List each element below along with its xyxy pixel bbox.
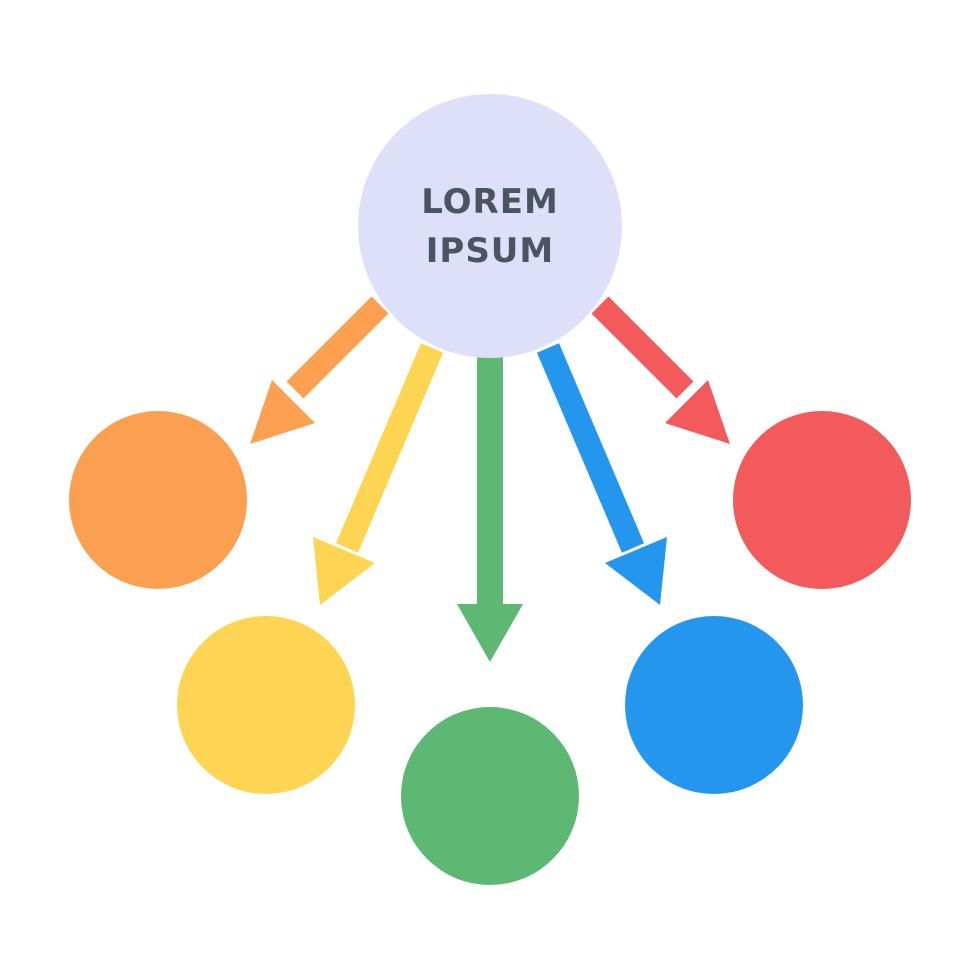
arrow-yellow-shaft bbox=[335, 343, 444, 553]
arrow-blue bbox=[536, 343, 667, 605]
center-label-line2: IPSUM bbox=[426, 231, 555, 271]
arrow-orange-head bbox=[250, 380, 315, 444]
arrow-green-head bbox=[457, 604, 523, 662]
arrow-red-shaft bbox=[591, 296, 694, 399]
center-node: LOREM IPSUM bbox=[358, 94, 622, 358]
outer-nodes bbox=[69, 411, 911, 885]
arrow-red bbox=[591, 296, 730, 444]
arrow-yellow bbox=[313, 343, 444, 605]
arrow-red-head bbox=[665, 380, 730, 444]
node-yellow bbox=[177, 616, 355, 794]
center-circle bbox=[358, 94, 622, 358]
node-green bbox=[401, 707, 579, 885]
arrow-green bbox=[457, 350, 523, 662]
arrow-blue-shaft bbox=[536, 343, 645, 553]
node-red bbox=[733, 411, 911, 589]
arrow-yellow-head bbox=[313, 537, 375, 605]
arrow-blue-head bbox=[605, 537, 667, 605]
node-blue bbox=[625, 616, 803, 794]
arrow-orange-shaft bbox=[286, 296, 389, 399]
node-orange bbox=[69, 411, 247, 589]
arrow-orange bbox=[250, 296, 389, 444]
arrows bbox=[250, 296, 730, 662]
center-label-line1: LOREM bbox=[421, 182, 559, 222]
